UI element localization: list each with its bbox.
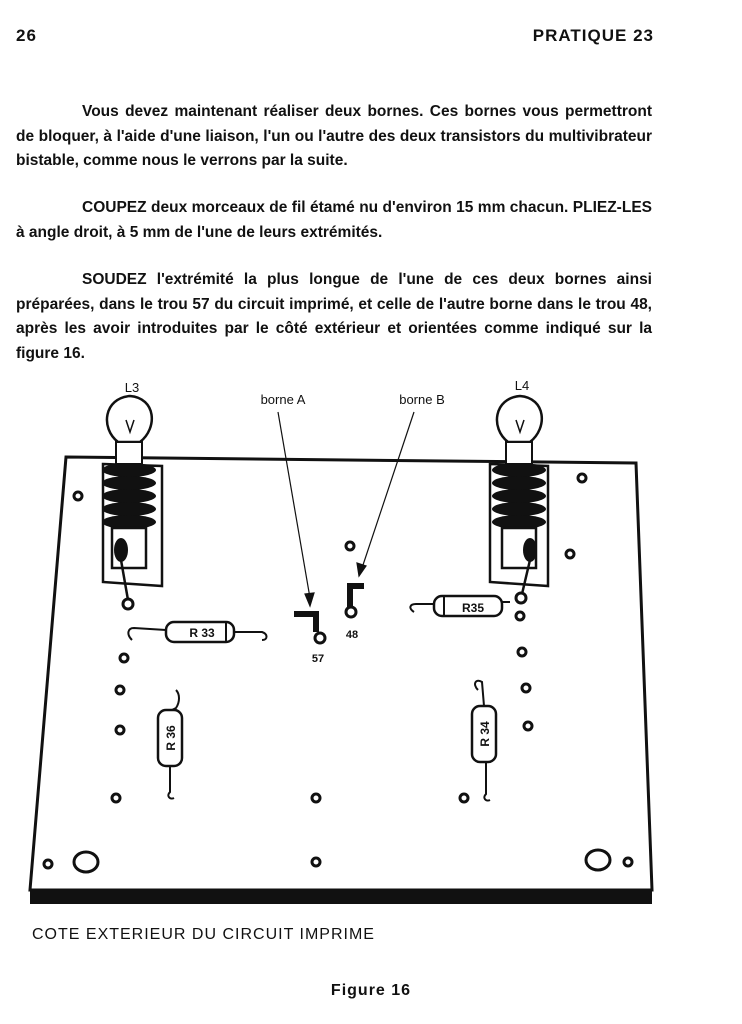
running-header: PRATIQUE 23 [532,26,654,45]
paragraph-2: COUPEZ deux morceaux de fil étamé nu d'e… [16,199,652,241]
board-holes [42,472,634,874]
paragraph-1: Vous devez maintenant réaliser deux born… [16,103,652,169]
leader-lines [277,411,415,608]
page-number: 26 [16,26,37,45]
paragraph-3: SOUDEZ l'extrémité la plus longue de l'u… [16,271,652,362]
resistor-r34 [470,679,498,802]
resistor-r36-label: R 36 [164,725,178,751]
lamp-l3-label: L3 [125,380,139,395]
lamp-l4 [488,394,550,605]
circuit-board-figure: L3 L4 [28,378,654,904]
lamp-l4-label: L4 [515,378,529,393]
resistor-r35 [409,594,510,618]
terminal-a-label: borne A [261,392,306,407]
terminal-b [344,583,364,619]
figure-label: Figure 16 [330,982,412,999]
lamp-l3 [101,394,164,611]
terminal-b-label: borne B [399,392,445,407]
hole-57-label: 57 [312,653,324,665]
resistor-r35-label: R35 [462,601,484,615]
terminal-a [294,611,327,645]
figure-caption: COTE EXTERIEUR DU CIRCUIT IMPRIME [32,926,375,943]
resistor-r36 [156,689,184,800]
board-edge [30,890,652,904]
hole-48-label: 48 [346,629,358,641]
resistor-r33 [127,620,268,644]
resistor-r34-label: R 34 [478,721,492,747]
resistor-r33-label: R 33 [189,626,215,640]
